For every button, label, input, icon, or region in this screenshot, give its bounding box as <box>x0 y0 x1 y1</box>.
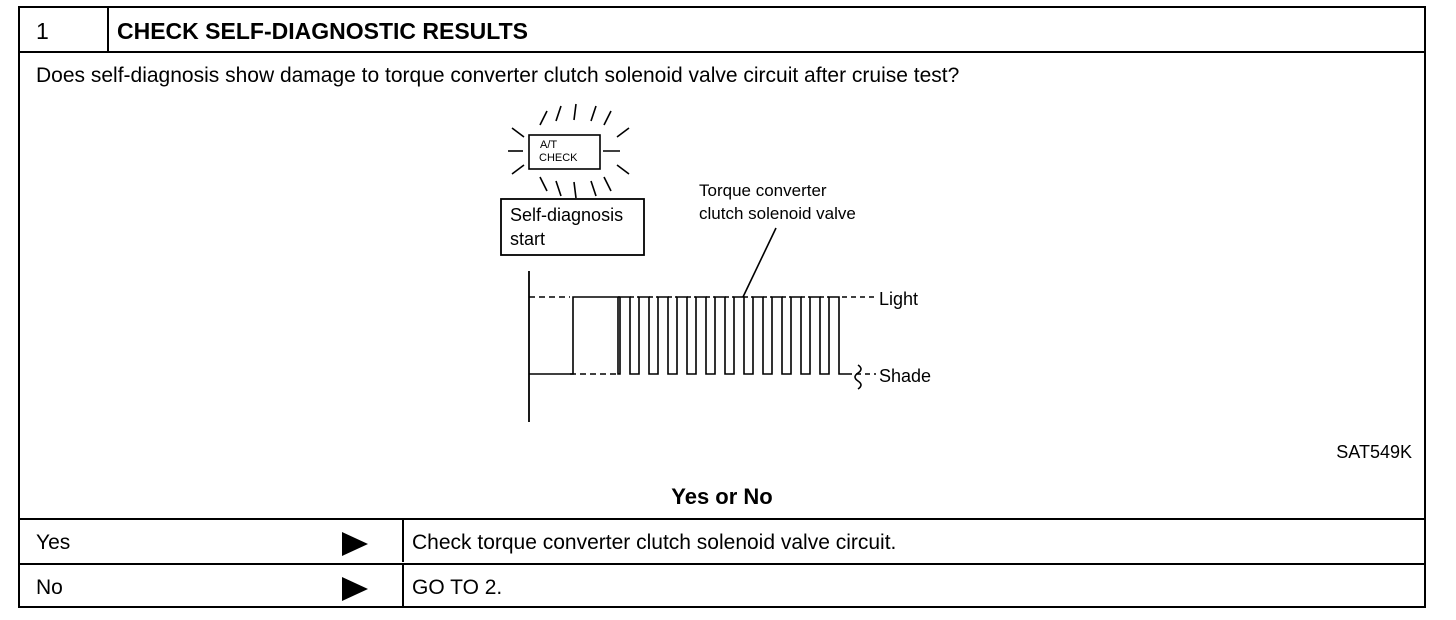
row-divider <box>402 565 404 606</box>
start-label-line1: Self-diagnosis <box>510 205 623 225</box>
lamp-label-line1: A/T <box>540 139 557 151</box>
callout-label-line2: clutch solenoid valve <box>699 204 856 223</box>
step-header: 1 CHECK SELF-DIAGNOSTIC RESULTS <box>20 8 1424 53</box>
lamp-label-line2: CHECK <box>539 152 578 164</box>
row-label-no: No <box>36 576 63 599</box>
diagnostic-step-frame: 1 CHECK SELF-DIAGNOSTIC RESULTS Does sel… <box>18 6 1426 608</box>
arrow-right-icon <box>342 532 368 556</box>
lamp-ray <box>539 110 548 126</box>
lamp-ray <box>511 164 525 175</box>
lamp-ray <box>590 180 597 197</box>
lamp-ray <box>603 110 612 126</box>
diagnostic-question: Does self-diagnosis show damage to torqu… <box>36 64 960 87</box>
self-diagnosis-start-box <box>500 198 645 256</box>
arrow-right-icon <box>342 577 368 601</box>
lamp-waveform <box>529 296 852 375</box>
lamp-ray <box>616 164 630 175</box>
header-divider <box>107 8 109 51</box>
at-check-lamp <box>528 134 601 170</box>
lamp-ray <box>539 176 548 192</box>
step-title: CHECK SELF-DIAGNOSTIC RESULTS <box>117 18 529 44</box>
figure-reference-code: SAT549K <box>1336 442 1412 462</box>
start-label-line2: start <box>510 229 545 249</box>
self-diagnosis-figure: A/T CHECK Self-diagnosis start Torque co… <box>500 103 931 422</box>
lamp-ray <box>555 180 562 197</box>
yes-or-no-prompt: Yes or No <box>671 484 773 509</box>
shade-label: Shade <box>879 366 931 386</box>
lamp-signal-trace <box>529 296 852 375</box>
callout-label-line1: Torque converter <box>699 181 827 200</box>
shade-wave-mark <box>854 364 862 390</box>
lamp-ray <box>555 105 562 122</box>
callout-line <box>742 227 777 298</box>
lamp-ray <box>573 103 577 121</box>
lamp-ray <box>603 176 612 192</box>
lamp-ray <box>616 127 630 138</box>
row-action-yes: Check torque converter clutch solenoid v… <box>412 531 897 554</box>
row-action-no: GO TO 2. <box>412 576 503 599</box>
light-label: Light <box>879 289 918 309</box>
row-label-yes: Yes <box>36 531 71 554</box>
result-row-yes: Yes Check torque converter clutch soleno… <box>20 518 1424 562</box>
step-number: 1 <box>36 18 49 44</box>
lamp-ray <box>511 127 525 138</box>
result-row-no: No GO TO 2. <box>20 563 1424 606</box>
row-divider <box>402 520 404 562</box>
lamp-ray <box>590 105 597 122</box>
lamp-ray <box>573 181 577 199</box>
